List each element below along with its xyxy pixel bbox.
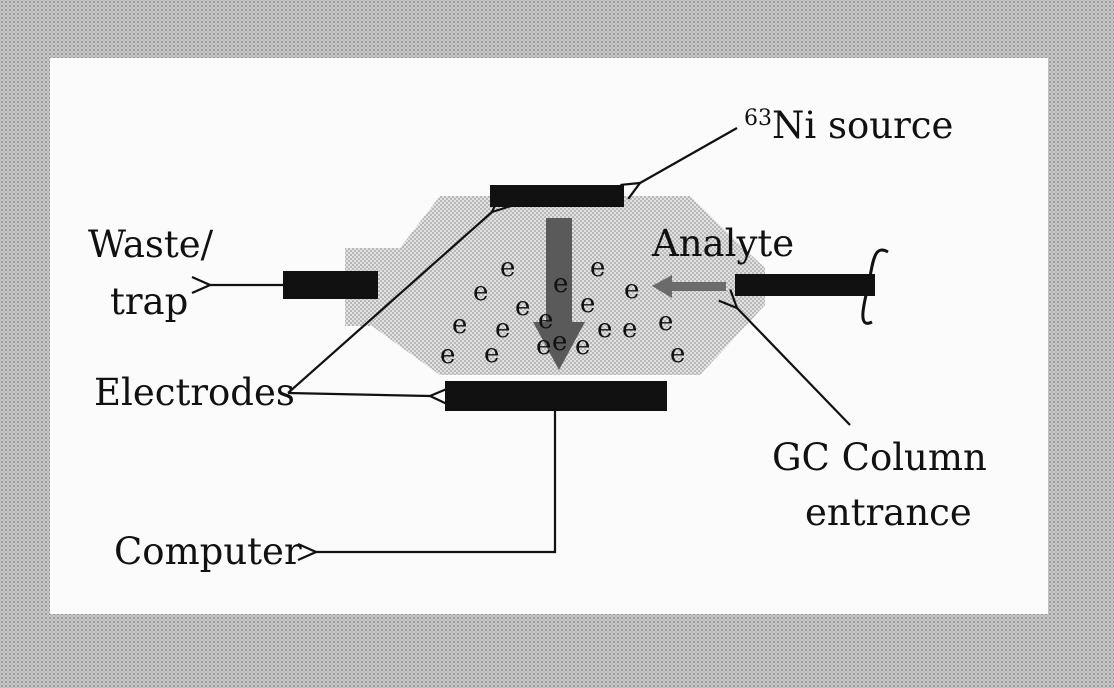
electron-symbol: e: [536, 331, 551, 361]
electron-symbol: e: [553, 269, 568, 299]
electron-symbol: e: [622, 314, 637, 344]
source-label-superscript: 63: [744, 106, 772, 131]
gc-pointer-arrow: [737, 308, 851, 426]
gc-column-label-line1: GC Column: [772, 436, 987, 479]
gc-column-coil: [861, 248, 889, 325]
source-electrode: [490, 185, 624, 207]
waste-label-line1: Waste/: [88, 223, 214, 266]
electrodes-pointer-top: [287, 212, 492, 394]
electron-symbol: e: [575, 331, 590, 361]
electron-symbol: e: [670, 339, 685, 369]
electron-symbol: e: [515, 292, 530, 322]
electron-symbol: e: [552, 327, 567, 357]
source-pointer-arrow: [640, 127, 738, 183]
electron-symbol: e: [473, 277, 488, 307]
electron-symbol: e: [624, 275, 639, 305]
electron-symbol: e: [484, 339, 499, 369]
electron-symbol: e: [590, 253, 605, 283]
electron-symbol: e: [658, 307, 673, 337]
computer-signal-line: [316, 411, 557, 552]
electron-symbol: e: [538, 305, 553, 335]
electron-flow-arrow: [533, 218, 585, 370]
electron-symbol: e: [580, 289, 595, 319]
electron-symbol: e: [452, 310, 467, 340]
analyte-label: Analyte: [651, 222, 794, 265]
electron-symbol: e: [500, 253, 515, 283]
analyte-flow-arrow: [652, 275, 726, 298]
electrodes-label: Electrodes: [94, 371, 295, 414]
electron-symbol: e: [597, 314, 612, 344]
waste-label-line2: trap: [110, 280, 188, 323]
gc-column-tube: [735, 274, 875, 296]
computer-label: Computer: [114, 530, 302, 573]
source-label-text: Ni source: [772, 104, 953, 147]
source-label: 63Ni source: [744, 104, 953, 147]
waste-outlet-tube: [283, 271, 378, 299]
collector-electrode: [445, 381, 667, 411]
electrodes-pointer-bottom: [287, 393, 430, 396]
electron-symbol: e: [495, 314, 510, 344]
gc-column-label-line2: entrance: [805, 491, 972, 534]
electron-symbol: e: [440, 340, 455, 370]
